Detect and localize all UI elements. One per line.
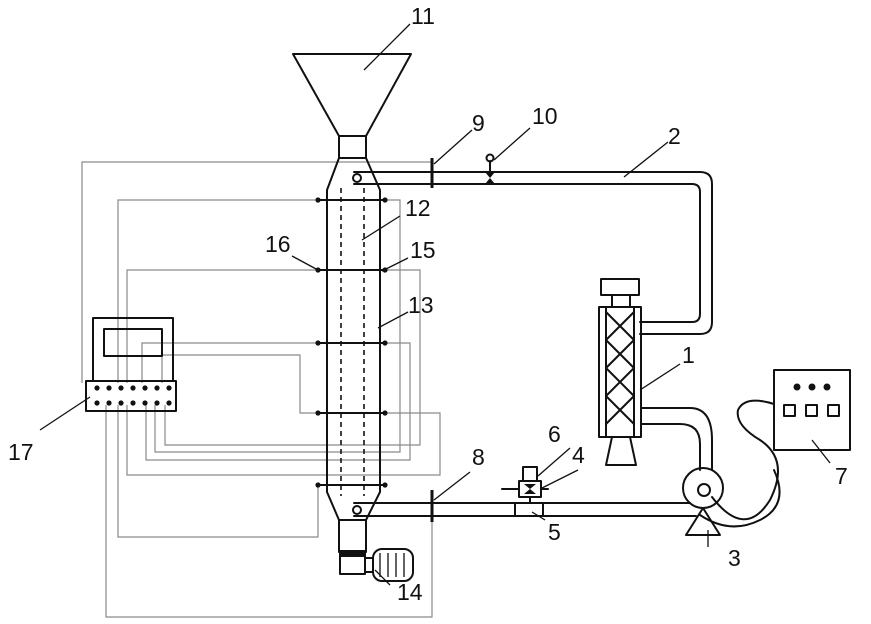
- blower-fan: [683, 468, 723, 535]
- label-17: 17: [8, 439, 34, 465]
- label-9: 9: [472, 110, 485, 136]
- label-14: 14: [397, 579, 423, 605]
- label-13: 13: [408, 292, 434, 318]
- label-15: 15: [410, 237, 436, 263]
- bottom-gas-pipe: [353, 490, 696, 522]
- label-3: 3: [728, 545, 741, 571]
- label-8: 8: [472, 444, 485, 470]
- label-16: 16: [265, 231, 291, 257]
- top-gas-pipe: [353, 158, 712, 334]
- label-7: 7: [835, 463, 848, 489]
- control-box: [774, 370, 850, 450]
- label-11: 11: [411, 3, 435, 29]
- label-12: 12: [405, 195, 431, 221]
- heater: [599, 279, 712, 470]
- top-valve: [485, 155, 495, 185]
- label-6: 6: [548, 421, 561, 447]
- label-2: 2: [668, 123, 681, 149]
- label-10: 10: [532, 103, 558, 129]
- drive-motor: [339, 549, 413, 581]
- label-4: 4: [572, 442, 585, 468]
- part-labels: 11 9 10 2 12 16 15 13 1 8 6 4 5 3 7 14 1…: [8, 3, 848, 605]
- flow-meter: [502, 467, 548, 516]
- label-5: 5: [548, 519, 561, 545]
- reaction-column: [327, 158, 380, 552]
- feed-hopper: [293, 54, 411, 158]
- label-1: 1: [682, 342, 695, 368]
